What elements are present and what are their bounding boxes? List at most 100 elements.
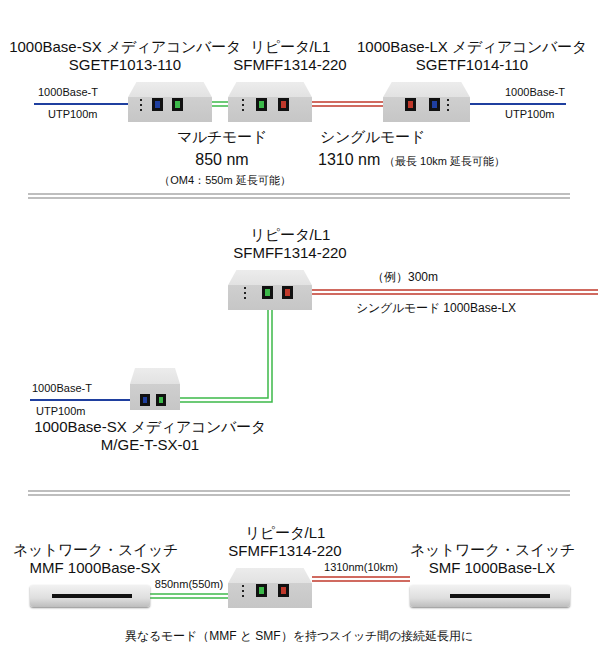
- port: [172, 98, 183, 111]
- port-slot: [450, 594, 550, 598]
- device-body: [228, 82, 312, 122]
- fiber-line: [312, 105, 383, 107]
- indicator-dot: [242, 109, 244, 111]
- annotation: シングルモード: [320, 128, 425, 146]
- annotation: 1000Base-T: [32, 382, 92, 395]
- media-converter: 1000Base-LX メディアコンバータ SGETF1014-110: [383, 82, 470, 122]
- annotation: UTP100m: [36, 405, 86, 418]
- fiber-connector: [312, 577, 410, 581]
- separator-line: [28, 193, 570, 195]
- device-heading: 1000Base-SX メディアコンバータ M/GE-T-SX-01: [30, 418, 270, 454]
- fiber-connector: [312, 102, 383, 106]
- port: [256, 98, 267, 111]
- indicator-dot: [244, 297, 246, 299]
- fiber-line: [212, 101, 228, 103]
- indicator-dot: [244, 292, 246, 294]
- annotation: UTP100m: [505, 108, 555, 121]
- port-socket: [259, 587, 264, 594]
- indicator-dot: [140, 109, 142, 111]
- device-heading: リピータ/L1 SFMFF1314-220: [225, 38, 355, 74]
- port: [405, 98, 416, 111]
- network-switch: ネットワーク・スイッチ MMF 1000Base-SX: [30, 585, 150, 607]
- utp-cable: [34, 103, 130, 105]
- annotation: （例）300m: [372, 270, 438, 284]
- caption: 異なるモード（MMF と SMF）を持つスイッチ間の接続延長用に: [0, 628, 598, 645]
- fiber-line: [312, 101, 383, 103]
- indicator-dot: [447, 104, 449, 106]
- single-mode-fiber: [310, 289, 598, 291]
- device-heading: ネットワーク・スイッチ MMF 1000Base-SX: [3, 541, 188, 577]
- fiber-line: [150, 597, 228, 599]
- device-heading: 1000Base-SX メディアコンバータ SGETF1013-110: [5, 38, 245, 74]
- single-mode-fiber: [310, 293, 598, 295]
- fiber-line: [180, 310, 272, 402]
- port-socket: [155, 101, 160, 108]
- media-converter: 1000Base-SX メディアコンバータ SGETF1013-110: [128, 82, 212, 122]
- indicator-dot: [242, 595, 244, 597]
- fiber-line: [312, 576, 410, 578]
- indicator-dot: [242, 585, 244, 587]
- indicator-dot: [447, 99, 449, 101]
- annotation: 1310 nm: [318, 150, 380, 169]
- separator-line: [28, 197, 570, 199]
- device-body: [128, 82, 212, 122]
- device-heading: リピータ/L1 SFMFF1314-220: [220, 524, 350, 560]
- media-converter: 1000Base-SX メディアコンバータ M/GE-T-SX-01: [130, 368, 180, 410]
- repeater: リピータ/L1 SFMFF1314-220: [228, 82, 312, 122]
- fiber-line: [212, 105, 228, 107]
- port-socket: [281, 587, 286, 594]
- device-body: [130, 368, 180, 410]
- port: [256, 584, 267, 597]
- network-switch: ネットワーク・スイッチ SMF 1000Base-LX: [410, 585, 570, 607]
- section-separator: [28, 194, 570, 495]
- port: [140, 394, 150, 406]
- annotation: （OM4：550m 延長可能）: [159, 174, 290, 187]
- port: [278, 98, 289, 111]
- port-socket: [175, 101, 180, 108]
- device-body: [228, 568, 312, 608]
- port-socket: [408, 101, 413, 108]
- port-socket: [281, 101, 286, 108]
- annotation: UTP100m: [48, 108, 98, 121]
- annotation: 1000Base-T: [505, 86, 565, 99]
- fiber-line: [180, 310, 268, 398]
- annotation: 850 nm: [195, 150, 248, 169]
- device-heading: ネットワーク・スイッチ SMF 1000Base-LX: [400, 541, 585, 577]
- port: [152, 98, 163, 111]
- port-socket: [159, 397, 163, 403]
- port: [156, 394, 166, 406]
- indicator-dot: [140, 104, 142, 106]
- port-slot: [52, 594, 132, 598]
- port: [429, 98, 440, 111]
- annotation: （最長 10km 延長可能）: [384, 155, 505, 168]
- utp-cable: [468, 103, 566, 105]
- port-socket: [259, 101, 264, 108]
- utp-cable: [30, 399, 132, 401]
- port: [282, 286, 293, 299]
- port-socket: [432, 101, 437, 108]
- device-heading: リピータ/L1 SFMFF1314-220: [225, 226, 355, 262]
- fiber-line: [150, 593, 228, 595]
- separator-line: [28, 490, 570, 492]
- indicator-dot: [244, 287, 246, 289]
- indicator-dot: [242, 99, 244, 101]
- indicator-dot: [447, 109, 449, 111]
- edge-label: 1310nm(10km): [322, 561, 400, 574]
- fiber-line: [312, 580, 410, 582]
- edge-label: 850nm(550m): [153, 578, 225, 591]
- fiber-connector: [212, 102, 228, 106]
- device-body: [383, 82, 470, 122]
- separator-line: [28, 494, 570, 496]
- port: [262, 286, 273, 299]
- port: [278, 584, 289, 597]
- indicator-dot: [242, 590, 244, 592]
- device-heading: 1000Base-LX メディアコンバータ SGETF1014-110: [352, 38, 592, 74]
- port-socket: [265, 289, 270, 296]
- fiber-connector: [150, 594, 228, 598]
- port-socket: [143, 397, 147, 403]
- indicator-dot: [140, 99, 142, 101]
- port-socket: [285, 289, 290, 296]
- annotation: マルチモード: [177, 128, 267, 146]
- annotation: シングルモード 1000Base-LX: [356, 301, 516, 315]
- repeater: リピータ/L1 SFMFF1314-220: [228, 568, 312, 608]
